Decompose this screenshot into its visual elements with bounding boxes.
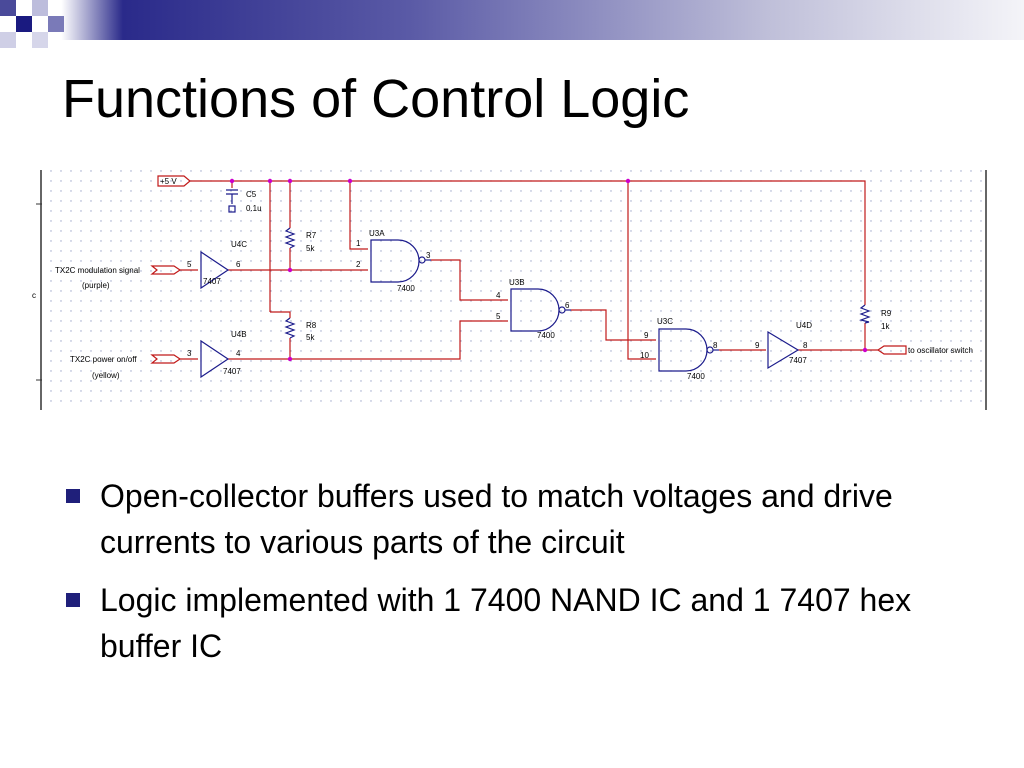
- resistor-r9: R9 1k: [858, 304, 892, 331]
- u4d-pin-out: 8: [803, 341, 808, 350]
- u3b-pin-b: 5: [496, 312, 501, 321]
- u3b-ref: U3B: [509, 278, 525, 287]
- r9-value: 1k: [881, 322, 890, 331]
- modulation-input-port: TX2C modulation signal (purple): [55, 265, 182, 290]
- deco-square: [0, 0, 16, 16]
- output-port: to oscillator switch: [876, 345, 973, 355]
- r8-ref: R8: [306, 321, 317, 330]
- power-signal-label: TX2C power on/off: [70, 355, 137, 364]
- deco-square: [16, 16, 32, 32]
- modulation-color-note: (purple): [82, 281, 110, 290]
- nand-u3b: U3B 7400 4 5 6: [496, 278, 571, 340]
- r9-ref: R9: [881, 309, 892, 318]
- u3a-part: 7400: [397, 284, 415, 293]
- bullet-item: Open-collector buffers used to match vol…: [60, 473, 960, 565]
- u4d-part: 7407: [789, 356, 807, 365]
- u3a-ref: U3A: [369, 229, 385, 238]
- u4b-part: 7407: [223, 367, 241, 376]
- r8-value: 5k: [306, 333, 315, 342]
- u4c-ref: U4C: [231, 240, 247, 249]
- r7-ref: R7: [306, 231, 317, 240]
- bullet-text: Open-collector buffers used to match vol…: [100, 478, 893, 560]
- bullet-item: Logic implemented with 1 7400 NAND IC an…: [60, 577, 960, 669]
- nand-u3c: U3C 7400 9 10 8: [640, 317, 719, 381]
- supply-port: +5 V: [157, 175, 191, 187]
- buffer-u4b: U4B 7407 3 4: [187, 330, 247, 379]
- r7-value: 5k: [306, 244, 315, 253]
- u3a-pin-out: 3: [426, 251, 431, 260]
- u3c-pin-b: 10: [640, 351, 649, 360]
- u4b-ref: U4B: [231, 330, 247, 339]
- schematic-grid: [42, 170, 986, 410]
- u3c-pin-out: 8: [713, 341, 718, 350]
- bullet-list: Open-collector buffers used to match vol…: [60, 473, 960, 681]
- deco-square: [48, 16, 64, 32]
- u4d-pin-in: 9: [755, 341, 760, 350]
- resistor-r8: R8 5k: [284, 317, 317, 342]
- u3c-ref: U3C: [657, 317, 673, 326]
- u4c-pin-in: 5: [187, 260, 192, 269]
- buffer-u4c: U4C 7407 5 6: [187, 240, 247, 290]
- u4b-pin-out: 4: [236, 349, 241, 358]
- junction-dots: [229, 178, 868, 362]
- wires: [180, 180, 878, 360]
- u3a-pin-a: 1: [356, 239, 361, 248]
- header-gradient-bar: [0, 0, 1024, 40]
- u4b-pin-in: 3: [187, 349, 192, 358]
- nand-u3a: U3A 7400 1 2 3: [356, 229, 431, 293]
- resistor-r7: R7 5k: [284, 227, 317, 253]
- bullet-square-icon: [66, 593, 80, 607]
- u3b-pin-a: 4: [496, 291, 501, 300]
- u3c-part: 7400: [687, 372, 705, 381]
- u3c-pin-a: 9: [644, 331, 649, 340]
- u3b-pin-out: 6: [565, 301, 570, 310]
- u3b-part: 7400: [537, 331, 555, 340]
- modulation-signal-label: TX2C modulation signal: [55, 266, 140, 275]
- control-logic-schematic: c +5 V C5: [32, 170, 987, 410]
- slide-title: Functions of Control Logic: [62, 69, 690, 129]
- bullet-text: Logic implemented with 1 7400 NAND IC an…: [100, 582, 912, 664]
- power-input-port: TX2C power on/off (yellow): [70, 354, 182, 380]
- u4c-part: 7407: [203, 277, 221, 286]
- u4d-ref: U4D: [796, 321, 812, 330]
- u4c-pin-out: 6: [236, 260, 241, 269]
- capacitor-c5: C5 0.1u: [226, 189, 262, 213]
- output-signal-label: to oscillator switch: [908, 346, 973, 355]
- buffer-u4d: U4D 7407 9 8: [755, 321, 812, 370]
- frame-marker-label: c: [32, 291, 36, 300]
- power-color-note: (yellow): [92, 371, 120, 380]
- deco-square: [32, 0, 48, 16]
- u3a-pin-b: 2: [356, 260, 361, 269]
- deco-square: [32, 32, 48, 48]
- deco-square: [0, 32, 16, 48]
- bullet-square-icon: [66, 489, 80, 503]
- supply-label: +5 V: [160, 177, 177, 186]
- c5-value: 0.1u: [246, 204, 262, 213]
- c5-ref: C5: [246, 190, 257, 199]
